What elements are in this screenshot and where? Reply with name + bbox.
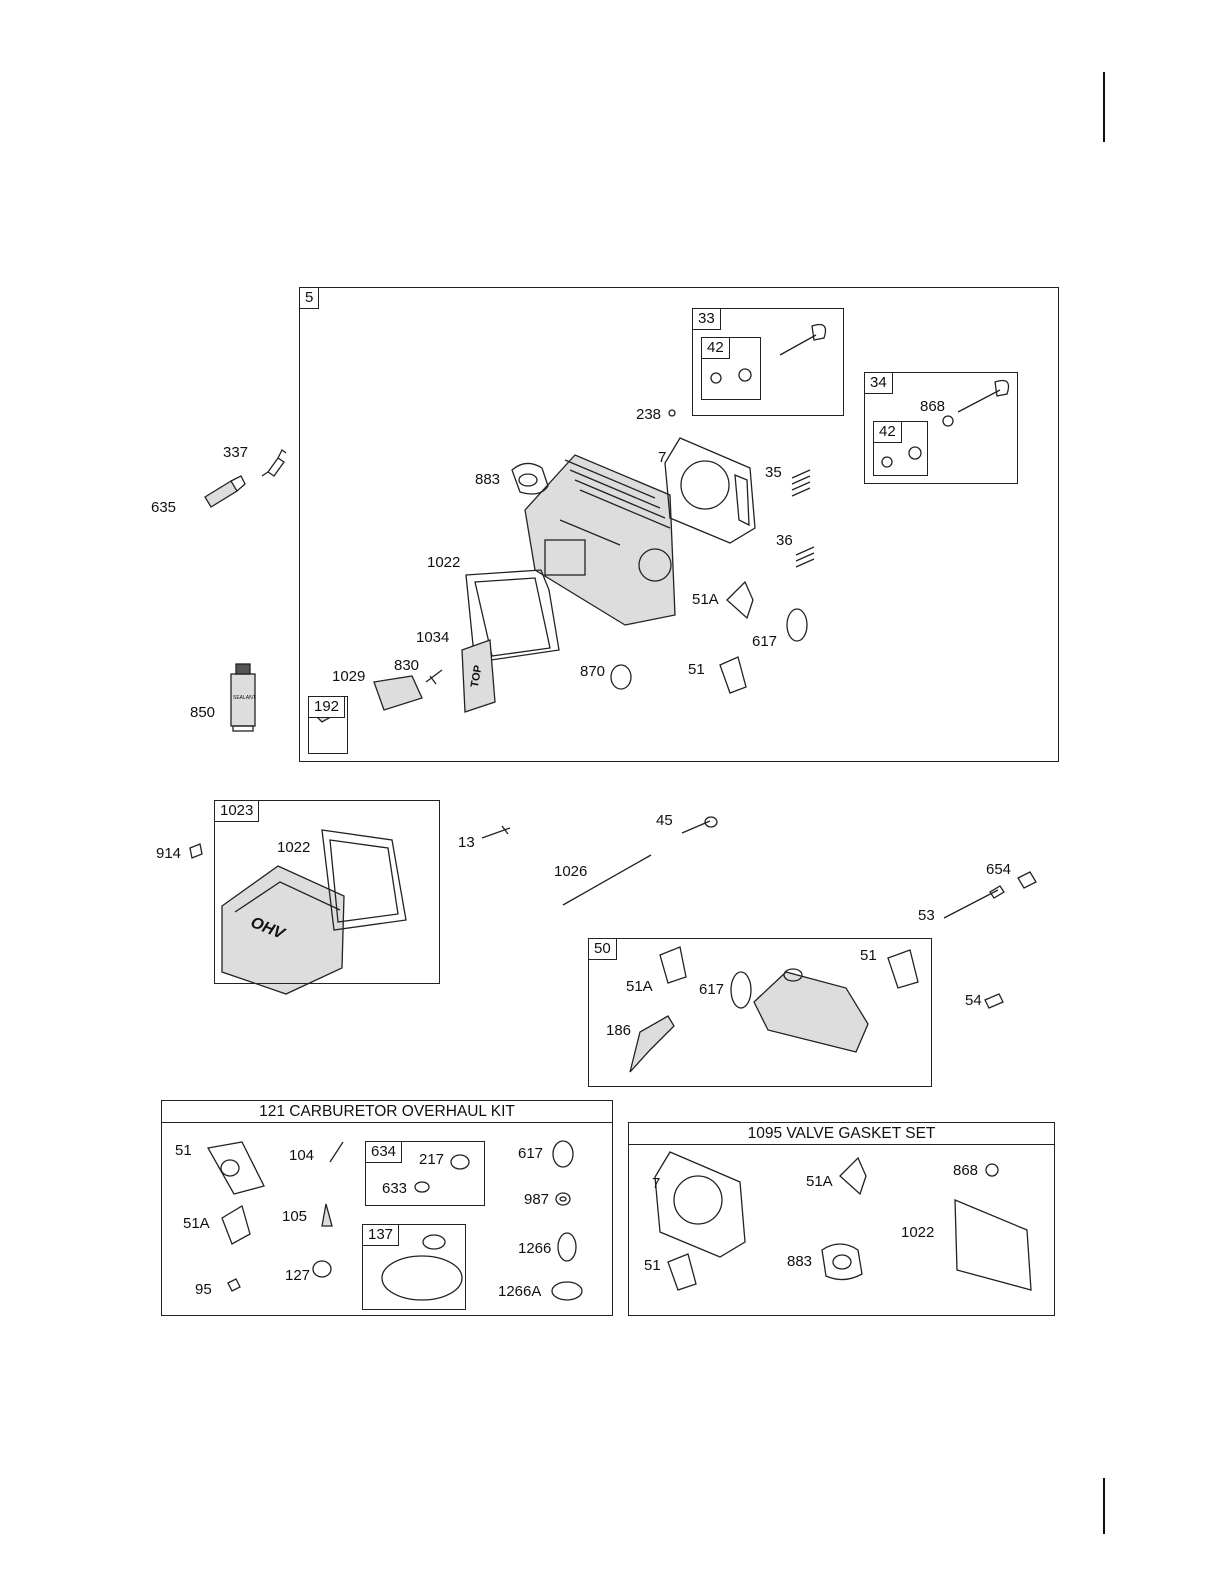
- callout-95: 95: [195, 1281, 212, 1298]
- spark-plug-boot-illustration: [205, 476, 245, 507]
- intake-assembly-box: 50: [588, 938, 932, 1087]
- callout-104: 104: [289, 1147, 314, 1164]
- callout-1022: 1022: [427, 554, 460, 571]
- assembly-tag-50: 50: [588, 938, 617, 960]
- callout-51A-set: 51A: [806, 1173, 833, 1190]
- carburetor-kit-title: 121 CARBURETOR OVERHAUL KIT: [162, 1101, 612, 1123]
- callout-51-carb: 51: [175, 1142, 192, 1159]
- callout-7-set: 7: [652, 1175, 660, 1192]
- callout-35: 35: [765, 464, 782, 481]
- callout-868: 868: [920, 398, 945, 415]
- callout-850: 850: [190, 704, 215, 721]
- callout-51A-intake: 51A: [626, 978, 653, 995]
- callout-7: 7: [658, 449, 666, 466]
- callout-51: 51: [688, 661, 705, 678]
- assembly-tag-5: 5: [299, 287, 319, 309]
- callout-617-carb: 617: [518, 1145, 543, 1162]
- callout-51-intake: 51: [860, 947, 877, 964]
- valve-keeper-box-34: 42: [873, 421, 928, 476]
- callout-36: 36: [776, 532, 793, 549]
- callout-53: 53: [918, 907, 935, 924]
- callout-51A-carb: 51A: [183, 1215, 210, 1232]
- valve-gasket-set-title: 1095 VALVE GASKET SET: [629, 1123, 1054, 1145]
- assembly-tag-192: 192: [308, 696, 345, 718]
- callout-1034: 1034: [416, 629, 449, 646]
- callout-868-set: 868: [953, 1162, 978, 1179]
- callout-45: 45: [656, 812, 673, 829]
- assembly-tag-1023: 1023: [214, 800, 259, 822]
- assembly-tag-634: 634: [365, 1141, 402, 1163]
- spark-plug-illustration: [262, 450, 286, 476]
- callout-617: 617: [752, 633, 777, 650]
- valve-keeper-box-33: 42: [701, 337, 761, 400]
- callout-1266: 1266: [518, 1240, 551, 1257]
- callout-914: 914: [156, 845, 181, 862]
- callout-654: 654: [986, 861, 1011, 878]
- callout-1022-set: 1022: [901, 1224, 934, 1241]
- assembly-tag-42-a: 42: [701, 337, 730, 359]
- callout-1026: 1026: [554, 863, 587, 880]
- assembly-tag-34: 34: [864, 372, 893, 394]
- callout-830: 830: [394, 657, 419, 674]
- callout-635: 635: [151, 499, 176, 516]
- callout-51-set: 51: [644, 1257, 661, 1274]
- callout-54: 54: [965, 992, 982, 1009]
- callout-633: 633: [382, 1180, 407, 1197]
- callout-186: 186: [606, 1022, 631, 1039]
- sealant-tube-stamp: SEALANT: [233, 695, 256, 701]
- fitting-box-192: 192: [308, 696, 348, 754]
- callout-51A: 51A: [692, 591, 719, 608]
- callout-1266A: 1266A: [498, 1283, 541, 1300]
- callout-105: 105: [282, 1208, 307, 1225]
- assembly-tag-42-b: 42: [873, 421, 902, 443]
- kit-box-137: 137: [362, 1224, 466, 1310]
- valve-gasket-set-box: 1095 VALVE GASKET SET: [628, 1122, 1055, 1316]
- rocker-cover-assembly-box: 1023: [214, 800, 440, 984]
- callout-127: 127: [285, 1267, 310, 1284]
- callout-337: 337: [223, 444, 248, 461]
- callout-883: 883: [475, 471, 500, 488]
- callout-217: 217: [419, 1151, 444, 1168]
- callout-617-intake: 617: [699, 981, 724, 998]
- assembly-tag-33: 33: [692, 308, 721, 330]
- callout-987: 987: [524, 1191, 549, 1208]
- cylinder-head-assembly-box: 5: [299, 287, 1059, 762]
- callout-13: 13: [458, 834, 475, 851]
- callout-870: 870: [580, 663, 605, 680]
- assembly-tag-137: 137: [362, 1224, 399, 1246]
- callout-883-set: 883: [787, 1253, 812, 1270]
- pushrod-shaft-illustration: [563, 817, 1004, 918]
- callout-1029: 1029: [332, 668, 365, 685]
- callout-1022-cover: 1022: [277, 839, 310, 856]
- callout-238: 238: [636, 406, 661, 423]
